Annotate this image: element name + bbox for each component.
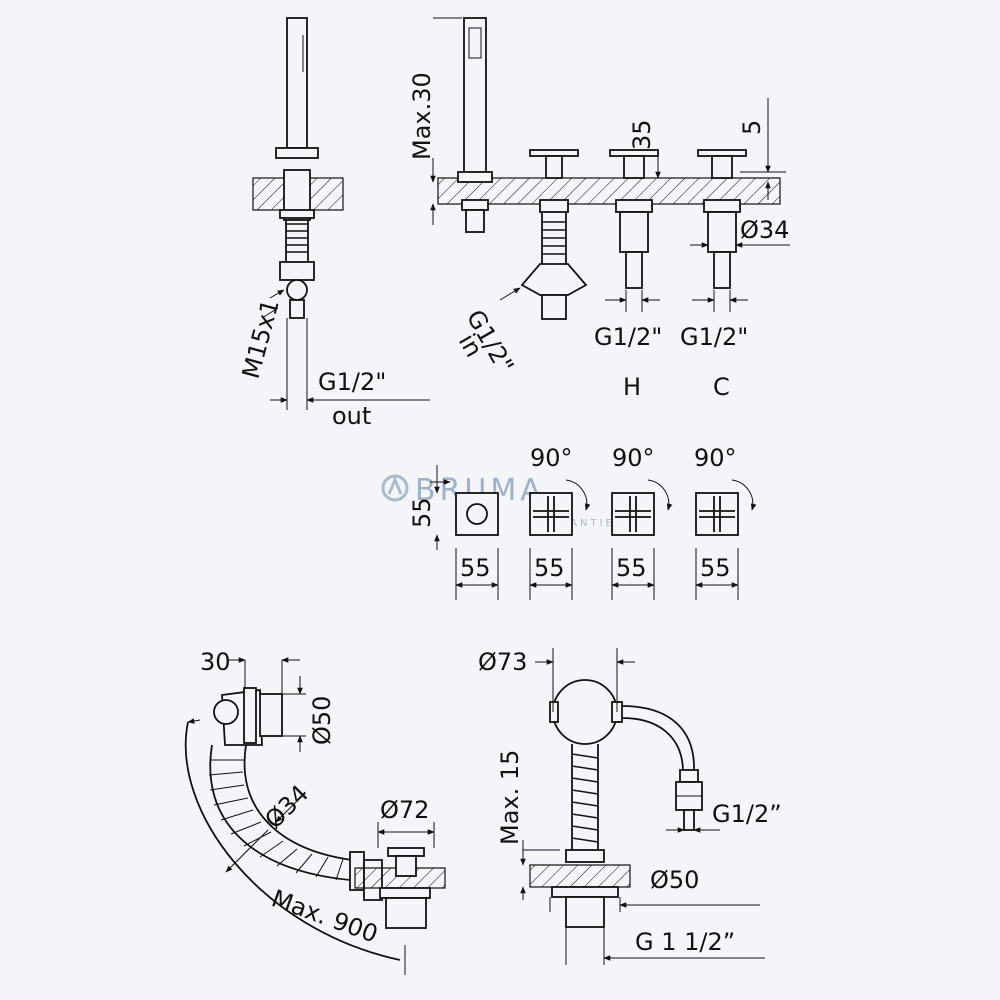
rotation3-label: 90° — [694, 444, 737, 472]
diameter73-label: Ø73 — [478, 648, 527, 676]
rotation2-label: 90° — [612, 444, 655, 472]
cold-thread-label: G1/2" — [680, 323, 748, 351]
rotation-arrow-icon — [565, 479, 757, 511]
max30-label: Max.30 — [408, 72, 436, 160]
hot-label: H — [623, 373, 641, 401]
hose-diameter34-label: Ø34 — [259, 779, 314, 834]
watermark-sub: GARANTIE — [540, 518, 615, 529]
diverter-thread — [541, 212, 567, 264]
bath-waste-view: 30 Ø50 Max. 900 Ø34 — [184, 648, 446, 975]
overflow-diameter50-label: Ø50 — [308, 696, 336, 745]
diameter34-top-label: Ø34 — [740, 216, 789, 244]
shower-m15-thread: M15x1 — [237, 296, 285, 381]
height35-label: 35 — [628, 119, 656, 150]
rosettes-top-view: 55 90° 90° 90° 55 — [408, 444, 757, 600]
connector-g12-label: G1/2” — [712, 800, 782, 828]
shower-hose-thread — [285, 220, 309, 262]
connector-thread — [571, 744, 599, 850]
rosette-4 — [695, 492, 739, 536]
shower-outlet-label: out — [332, 402, 371, 430]
rosette-2 — [529, 492, 573, 536]
bruma-logo-icon — [381, 474, 409, 502]
diameter72-label: Ø72 — [380, 796, 429, 824]
rosette-3 — [611, 492, 655, 536]
deck-set-view: Max.30 G1/2" in 35 — [408, 17, 790, 401]
width55-label-1: 55 — [460, 554, 491, 582]
height5-label: 5 — [738, 120, 766, 135]
connector-diameter50-label: Ø50 — [650, 866, 699, 894]
shower-side-view: G1/2" out M15x1 — [237, 17, 430, 430]
connector-g112-label: G 1 1/2” — [635, 928, 735, 956]
hose-connector-view: G1/2” Ø73 Max. 15 Ø50 — [478, 648, 782, 965]
max15-label: Max. 15 — [496, 750, 524, 845]
waste-hose-ribs — [208, 759, 344, 881]
width55-label-4: 55 — [700, 554, 731, 582]
shower-outlet-thread: G1/2" — [318, 368, 386, 396]
rotation1-label: 90° — [530, 444, 573, 472]
width55-label-3: 55 — [616, 554, 647, 582]
hot-thread-label: G1/2" — [594, 323, 662, 351]
depth30-label: 30 — [200, 648, 231, 676]
width55-label-2: 55 — [534, 554, 565, 582]
height55-label: 55 — [408, 497, 436, 528]
cold-label: C — [713, 373, 730, 401]
